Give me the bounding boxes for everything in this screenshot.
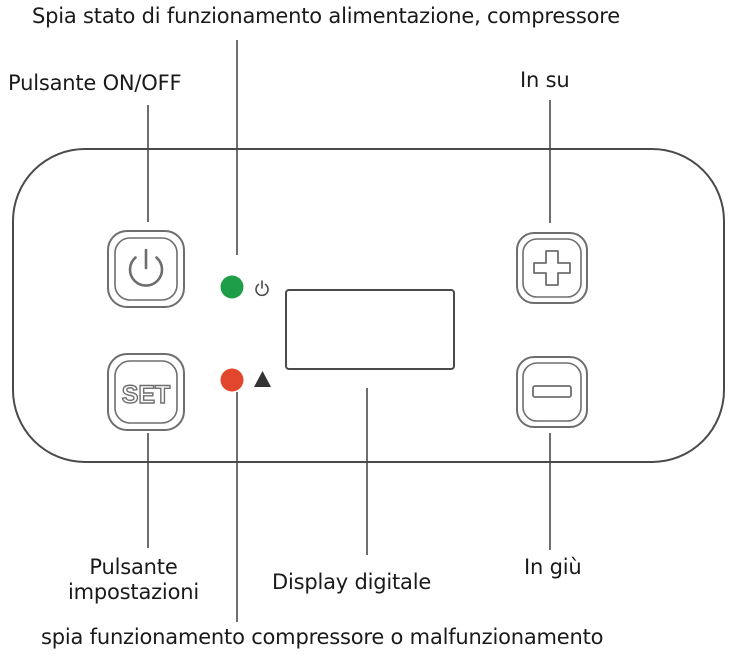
label-settings-line1: Pulsante [89,555,178,579]
label-up: In su [520,68,570,92]
label-display: Display digitale [272,570,432,594]
label-fault-indicator: spia funzionamento compressore o malfunz… [41,625,604,649]
panel-outline [12,148,725,463]
led-red [220,368,244,392]
led-green [220,275,244,299]
minus-icon [532,385,572,398]
leader-lines [147,40,551,622]
digital-display [285,289,455,370]
set-button[interactable]: SET [107,353,185,431]
warning-triangle-icon [254,371,271,387]
down-button[interactable] [516,356,588,428]
plus-icon [533,250,571,286]
power-icon [128,248,164,287]
on-off-button[interactable] [107,230,185,308]
power-icon [255,280,269,297]
label-power-indicator: Spia stato di funzionamento alimentazion… [32,4,620,28]
power-indicator [220,275,269,299]
label-on-off-button: Pulsante ON/OFF [8,71,182,95]
up-button[interactable] [516,232,588,304]
label-down: In giù [524,555,582,579]
label-settings-line2: impostazioni [68,580,199,605]
set-button-label: SET [122,381,171,409]
label-settings-button: Pulsante impostazioni [68,555,199,605]
fault-indicator [220,368,271,392]
